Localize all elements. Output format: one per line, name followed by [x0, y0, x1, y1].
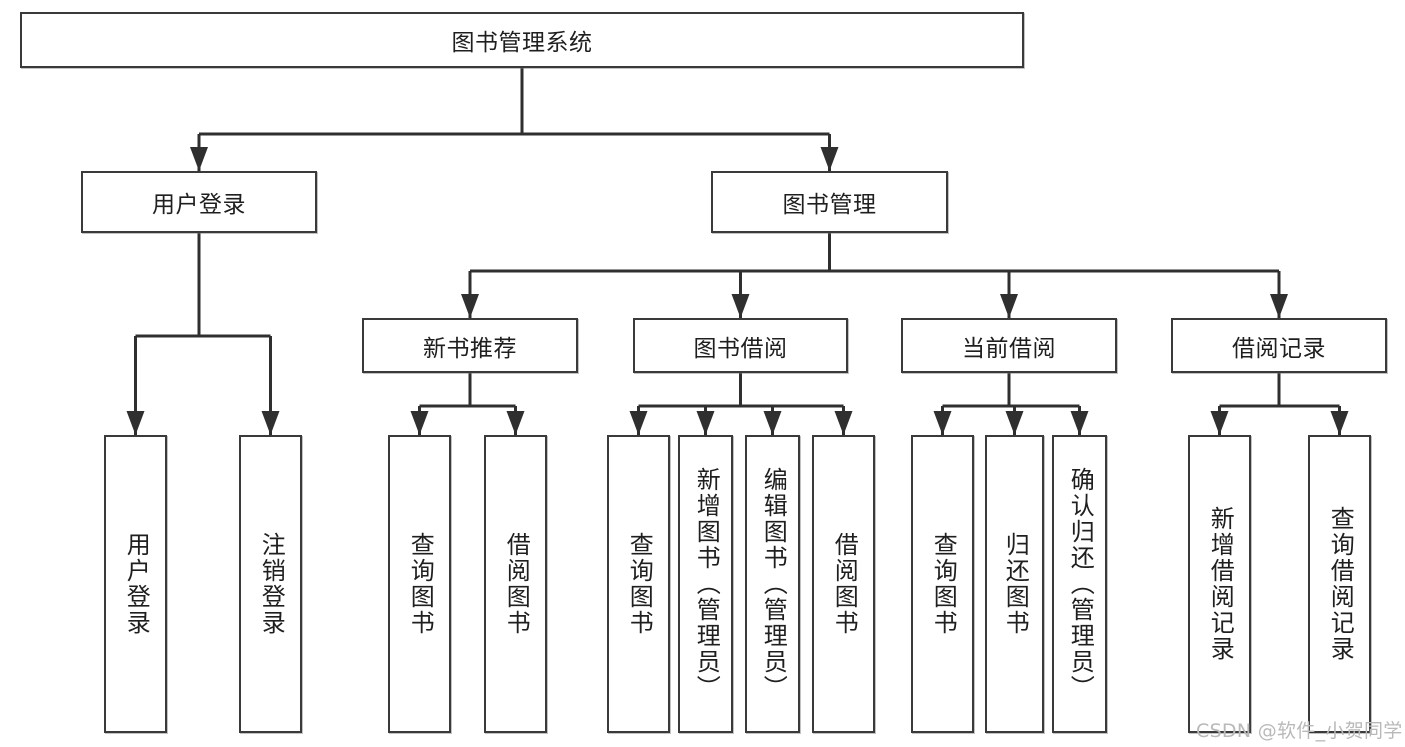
arrowhead-leaf-add-borrow-record — [1210, 411, 1229, 435]
arrowhead-book-manage — [820, 147, 839, 171]
node-label-leaf-confirm-return-admin: 确认归还（管理员） — [1066, 467, 1095, 701]
node-label-new-book-recommend: 新书推荐 — [423, 335, 517, 362]
node-leaf-query-borrow-record: 查询借阅记录 — [1308, 435, 1371, 733]
node-leaf-borrow-book: 借阅图书 — [812, 435, 875, 733]
node-label-leaf-add-borrow-record: 新增借阅记录 — [1206, 506, 1235, 662]
arrowhead-leaf-query-book-borrow — [629, 411, 648, 435]
arrowhead-leaf-confirm-return-admin — [1070, 411, 1089, 435]
arrowhead-leaf-query-book-new — [410, 411, 429, 435]
node-leaf-query-book-new: 查询图书 — [388, 435, 451, 733]
arrowhead-leaf-user-login — [126, 411, 145, 435]
arrowhead-leaf-edit-book-admin — [763, 411, 782, 435]
node-borrow-record: 借阅记录 — [1171, 318, 1387, 373]
node-label-root: 图书管理系统 — [451, 30, 593, 56]
arrowhead-leaf-query-book-current — [933, 411, 952, 435]
node-label-book-manage: 图书管理 — [782, 192, 877, 218]
node-leaf-query-book-borrow: 查询图书 — [607, 435, 670, 733]
node-leaf-edit-book-admin: 编辑图书（管理员） — [745, 435, 800, 733]
arrowhead-leaf-logout — [261, 411, 280, 435]
node-book-manage: 图书管理 — [711, 171, 948, 233]
node-current-borrow: 当前借阅 — [901, 318, 1117, 373]
node-label-leaf-return-book: 归还图书 — [1001, 532, 1030, 636]
node-user-login: 用户登录 — [81, 171, 317, 233]
node-label-leaf-add-book-admin: 新增图书（管理员） — [692, 467, 721, 701]
node-leaf-add-book-admin: 新增图书（管理员） — [678, 435, 733, 733]
arrowhead-leaf-return-book — [1005, 411, 1024, 435]
node-leaf-confirm-return-admin: 确认归还（管理员） — [1052, 435, 1107, 733]
node-leaf-borrow-book-new: 借阅图书 — [484, 435, 547, 733]
node-leaf-query-book-current: 查询图书 — [911, 435, 974, 733]
node-label-leaf-logout: 注销登录 — [257, 532, 286, 636]
arrowhead-book-borrow — [731, 294, 750, 318]
arrowhead-leaf-borrow-book-new — [506, 411, 525, 435]
node-label-book-borrow: 图书借阅 — [693, 335, 788, 362]
node-leaf-logout: 注销登录 — [239, 435, 302, 733]
node-label-current-borrow: 当前借阅 — [962, 335, 1056, 362]
node-leaf-user-login: 用户登录 — [104, 435, 167, 733]
node-new-book-recommend: 新书推荐 — [362, 318, 578, 373]
node-leaf-add-borrow-record: 新增借阅记录 — [1188, 435, 1251, 733]
node-leaf-return-book: 归还图书 — [985, 435, 1044, 733]
arrowhead-leaf-add-book-admin — [696, 411, 715, 435]
node-label-leaf-query-book-borrow: 查询图书 — [625, 532, 654, 636]
node-label-leaf-query-book-current: 查询图书 — [929, 532, 958, 636]
node-root: 图书管理系统 — [20, 12, 1024, 68]
node-label-leaf-query-borrow-record: 查询借阅记录 — [1326, 506, 1355, 662]
arrowhead-user-login — [190, 147, 208, 171]
node-label-leaf-edit-book-admin: 编辑图书（管理员） — [759, 467, 788, 701]
node-label-borrow-record: 借阅记录 — [1232, 335, 1326, 362]
arrowhead-leaf-borrow-book — [834, 411, 853, 435]
arrowhead-new-book-recommend — [461, 294, 479, 318]
node-label-leaf-query-book-new: 查询图书 — [406, 532, 435, 636]
csdn-watermark: CSDN @软件_小贺同学 — [1196, 720, 1403, 742]
node-label-user-login: 用户登录 — [152, 192, 246, 218]
arrowhead-current-borrow — [1000, 294, 1018, 318]
node-book-borrow: 图书借阅 — [633, 318, 848, 373]
arrowhead-leaf-query-borrow-record — [1330, 411, 1349, 435]
node-label-leaf-borrow-book-new: 借阅图书 — [502, 532, 531, 636]
node-label-leaf-user-login: 用户登录 — [122, 532, 151, 636]
node-label-leaf-borrow-book: 借阅图书 — [830, 532, 859, 636]
arrowhead-borrow-record — [1270, 294, 1288, 318]
